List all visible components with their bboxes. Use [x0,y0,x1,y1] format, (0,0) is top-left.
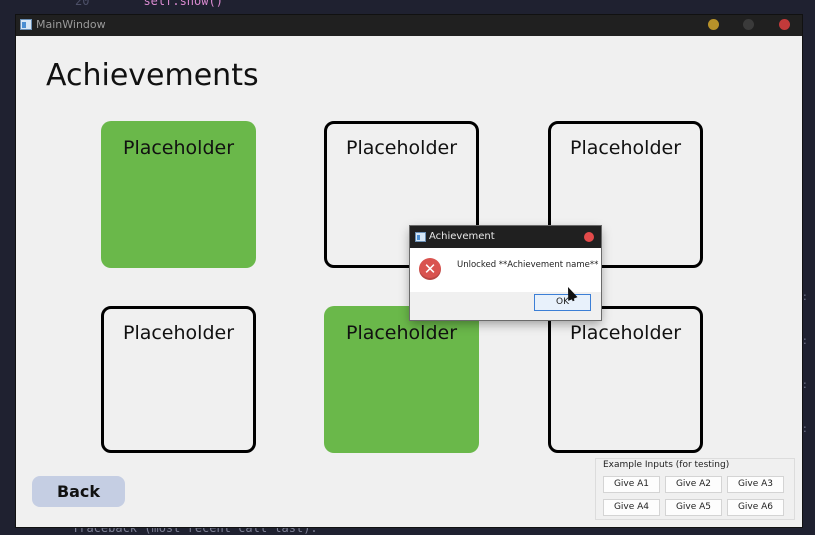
achievement-tile-label: Placeholder [569,322,682,344]
dialog-titlebar[interactable]: Achievement [410,226,601,248]
code-text: self.show() [143,0,223,8]
window-title: MainWindow [36,18,106,31]
achievement-tile-label: Placeholder [345,322,458,344]
achievement-tile-label: Placeholder [122,137,235,159]
ok-button[interactable]: OK [534,294,591,311]
example-inputs-group: Example Inputs (for testing) Give A1 Giv… [595,458,795,520]
error-x-icon: ✕ [419,258,441,280]
back-button[interactable]: Back [32,476,125,507]
editor-gutter-mark: : [803,334,807,347]
minimize-button[interactable] [708,19,719,30]
editor-gutter-mark: : [803,378,807,391]
give-a6-button[interactable]: Give A6 [727,499,784,516]
editor-gutter-mark: : [803,422,807,435]
line-number: 20 [75,0,90,8]
give-a2-button[interactable]: Give A2 [665,476,722,493]
achievement-tile-label: Placeholder [345,137,458,159]
dialog-message: Unlocked **Achievement name** [457,260,599,270]
dialog-body: ✕ Unlocked **Achievement name** [410,248,601,292]
dialog-close-button[interactable] [584,232,594,242]
editor-code-line: 20 self.show() [75,0,223,8]
give-a4-button[interactable]: Give A4 [603,499,660,516]
give-a3-button[interactable]: Give A3 [727,476,784,493]
achievement-tile-5[interactable]: Placeholder [324,306,479,453]
give-a5-button[interactable]: Give A5 [665,499,722,516]
achievement-tile-4[interactable]: Placeholder [101,306,256,453]
achievement-tile-1[interactable]: Placeholder [101,121,256,268]
maximize-button[interactable] [743,19,754,30]
example-inputs-title: Example Inputs (for testing) [602,460,731,470]
page-title: Achievements [46,58,259,93]
editor-gutter-mark: : [803,290,807,303]
achievement-tile-label: Placeholder [569,137,682,159]
window-titlebar[interactable]: MainWindow [16,15,802,36]
give-a1-button[interactable]: Give A1 [603,476,660,493]
dialog-app-icon [415,232,426,242]
dialog-title: Achievement [429,231,495,242]
window-app-icon [20,19,32,30]
achievement-dialog: Achievement ✕ Unlocked **Achievement nam… [410,226,601,320]
close-button[interactable] [779,19,790,30]
achievement-tile-6[interactable]: Placeholder [548,306,703,453]
achievement-tile-label: Placeholder [122,322,235,344]
main-window: MainWindow Achievements Placeholder Plac… [16,15,802,527]
